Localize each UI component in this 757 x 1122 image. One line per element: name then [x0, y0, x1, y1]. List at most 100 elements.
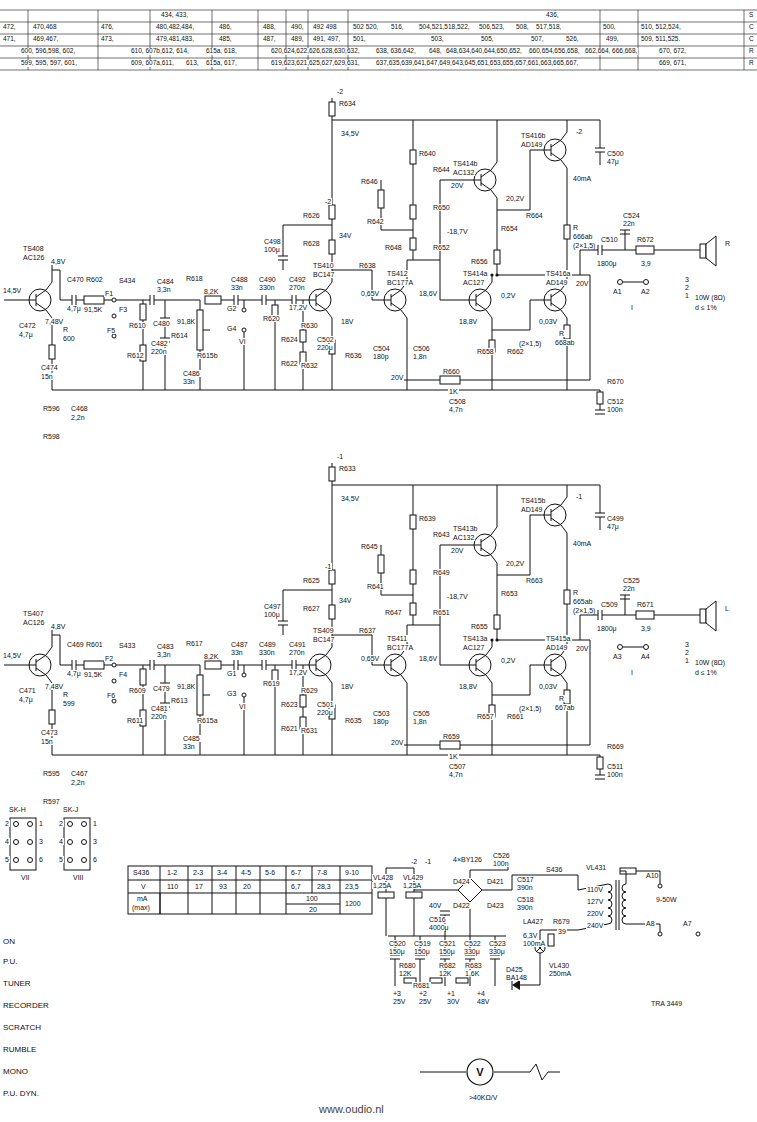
component-label: 91,5K — [83, 671, 103, 678]
transistor-symbol — [469, 289, 491, 311]
contact-symbol — [644, 645, 649, 650]
resistor-symbol — [205, 661, 221, 669]
wire — [143, 361, 144, 390]
parts-table-cell: 479,481,483, — [155, 36, 195, 43]
resistor-symbol — [456, 978, 468, 983]
parts-table-cell: C — [748, 36, 755, 43]
component-label: C470 — [66, 276, 85, 283]
parts-table-cell: 510, 512,524, — [640, 24, 682, 31]
component-label: 4,7n — [448, 406, 464, 413]
component-label: C479 — [152, 685, 171, 692]
wire — [150, 660, 151, 670]
wire — [260, 866, 261, 914]
contact-symbol — [242, 308, 246, 312]
component-label: 599 — [62, 700, 76, 707]
wire — [481, 174, 482, 186]
wire — [36, 668, 46, 675]
contact-symbol — [112, 699, 116, 703]
component-label: C501 — [316, 701, 335, 708]
supply-label: >40KΩ/V — [468, 1094, 498, 1101]
wire — [160, 866, 161, 914]
wire — [52, 270, 72, 300]
wire — [203, 695, 210, 696]
component-label: 1K — [448, 753, 459, 760]
component-label: R652 — [432, 244, 451, 251]
wire — [492, 330, 493, 340]
component-label: d ≤ 1% — [694, 669, 718, 676]
wire — [266, 300, 292, 301]
wire — [283, 590, 284, 621]
parts-table-cell: 500, — [602, 24, 617, 31]
component-label: 4,7μ — [66, 305, 82, 312]
transistor-symbol — [384, 654, 406, 676]
resistor-symbol — [84, 661, 104, 669]
resistor-symbol — [197, 310, 203, 350]
wire — [238, 665, 262, 666]
wire — [52, 635, 72, 665]
parts-table-cell: 509, 511,525. — [640, 36, 681, 43]
component-label: R610 — [128, 322, 147, 329]
contact-symbol — [112, 663, 116, 667]
component-label: 14,5V — [2, 652, 22, 659]
component-label: I — [630, 669, 634, 676]
wire — [303, 342, 304, 352]
supply-label: 39 — [557, 928, 567, 935]
parts-table-cell: 480,482,484, — [155, 24, 195, 31]
component-label: R653 — [500, 590, 519, 597]
junction-dot — [495, 273, 498, 276]
wire — [551, 509, 552, 521]
component-label: AC127 — [462, 279, 485, 286]
parts-table-cell: 471, — [2, 36, 17, 43]
component-label: R634 — [338, 100, 357, 107]
component-label: 100μ — [263, 611, 281, 618]
wire — [561, 675, 567, 755]
wire — [212, 866, 213, 914]
component-label: 2 — [684, 284, 690, 291]
resistor-symbol — [329, 240, 335, 254]
wire — [600, 120, 601, 148]
wire — [620, 871, 626, 884]
wire — [551, 290, 561, 297]
wire — [561, 310, 567, 390]
component-label: 1 — [684, 657, 690, 664]
parts-table-cell: 670, 672, — [658, 48, 687, 55]
component-label: R — [62, 691, 69, 698]
supply-label: VL428 — [372, 874, 394, 881]
supply-label: LA427 — [522, 918, 544, 925]
component-label: 40mA — [572, 540, 592, 547]
component-label: C505 — [412, 710, 431, 717]
wire — [128, 893, 372, 894]
component-label: I — [630, 304, 634, 311]
wire — [262, 660, 263, 670]
supply-label: C520 — [388, 940, 407, 947]
component-label: (2×1,5) — [518, 340, 542, 347]
component-label: F4 — [118, 671, 128, 678]
parts-table-cell: 619,623,621,625,627,629,631, — [270, 60, 361, 67]
wire — [98, 10, 99, 70]
table-cell: 6,7 — [290, 883, 302, 890]
component-label: R — [558, 695, 565, 702]
parts-table-cell: 508, — [515, 24, 530, 31]
parts-table-cell: C — [748, 24, 755, 31]
supply-label: VL430 — [548, 962, 570, 969]
component-label: 666ab — [572, 233, 593, 240]
parts-table-cell: 472, — [2, 24, 17, 31]
component-label: TS416a — [545, 270, 572, 277]
wire — [486, 665, 551, 695]
wire — [160, 318, 170, 319]
parts-table-cell: 620,624,622,626,628,630,632, — [270, 48, 361, 55]
transistor-symbol — [384, 289, 406, 311]
wire — [316, 655, 326, 662]
socket-symbols — [10, 818, 90, 870]
wire — [150, 295, 151, 305]
component-label: 14,5V — [2, 287, 22, 294]
component-label: 18,8V — [458, 318, 478, 325]
contact-symbol — [112, 334, 116, 338]
component-label: TS408 — [22, 245, 45, 252]
wire — [625, 230, 626, 234]
component-label: 1,8n — [412, 353, 428, 360]
resistor-symbol — [636, 611, 654, 619]
component-label: -18,7V — [446, 228, 469, 235]
component-label: R611 — [126, 717, 144, 724]
component-label: A3 — [612, 653, 623, 660]
